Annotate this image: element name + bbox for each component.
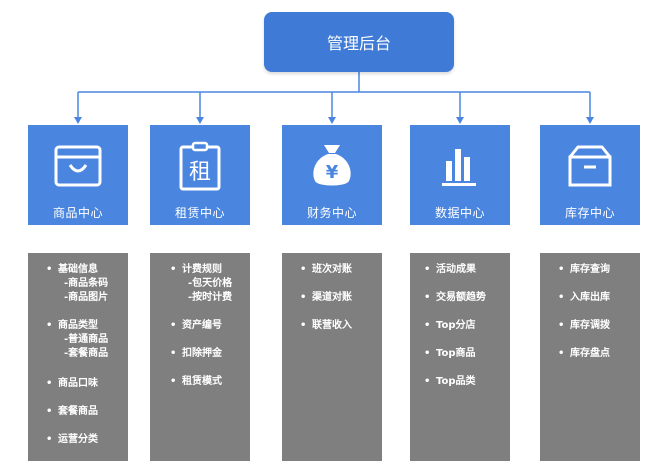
list-item[interactable]: •渠道对账 xyxy=(300,292,352,303)
panel-product-center: •基础信息 -商品条码 -商品图片 •商品类型 -普通商品 -套餐商品 •商品口… xyxy=(28,253,128,461)
list-item[interactable]: •联营收入 xyxy=(300,320,352,331)
rent-clipboard-icon: 租 xyxy=(172,141,228,191)
list-item[interactable]: •商品类型 -普通商品 -套餐商品 xyxy=(46,320,109,359)
module-data-center[interactable]: 数据中心 xyxy=(410,125,510,225)
list-item[interactable]: •商品口味 xyxy=(46,378,98,389)
module-rental-center[interactable]: 租 租赁中心 xyxy=(150,125,250,225)
money-bag-icon: ¥ xyxy=(304,141,360,191)
list-item[interactable]: •租赁模式 xyxy=(170,376,222,387)
list-item[interactable]: •计费规则 -包天价格 -按时计费 xyxy=(170,264,233,303)
panel-data-center: •活动成果 •交易额趋势 •Top分店 •Top商品 •Top品类 xyxy=(410,253,510,461)
list-item[interactable]: •基础信息 -商品条码 -商品图片 xyxy=(46,264,109,303)
module-product-center[interactable]: 商品中心 xyxy=(28,125,128,225)
module-finance-center[interactable]: ¥ 财务中心 xyxy=(282,125,382,225)
svg-text:¥: ¥ xyxy=(326,162,339,183)
list-item[interactable]: •入库出库 xyxy=(558,292,610,303)
root-label: 管理后台 xyxy=(326,34,391,53)
panel-inventory-center: •库存查询 •入库出库 •库存调拨 •库存盘点 xyxy=(540,253,640,461)
module-label: 库存中心 xyxy=(564,206,615,220)
root-node[interactable]: 管理后台 xyxy=(264,12,454,72)
list-item[interactable]: •库存调拨 xyxy=(558,320,610,331)
list-item[interactable]: •运营分类 xyxy=(46,434,98,445)
module-label: 财务中心 xyxy=(306,206,357,220)
panel-rental-center: •计费规则 -包天价格 -按时计费 •资产编号 •扣除押金 •租赁模式 xyxy=(150,253,250,461)
list-item[interactable]: •Top分店 xyxy=(424,320,476,331)
module-label: 数据中心 xyxy=(434,206,485,220)
list-item[interactable]: •Top商品 xyxy=(424,348,476,359)
svg-text:租: 租 xyxy=(189,160,211,185)
list-item[interactable]: •套餐商品 xyxy=(46,406,98,417)
list-item[interactable]: •库存盘点 xyxy=(558,348,610,359)
module-label: 租赁中心 xyxy=(174,206,225,220)
list-item[interactable]: •库存查询 xyxy=(558,264,610,275)
box-icon xyxy=(562,141,618,191)
panel-finance-center: •班次对账 •渠道对账 •联营收入 xyxy=(282,253,382,461)
shopping-bag-icon xyxy=(50,141,106,191)
bar-chart-icon xyxy=(432,141,488,191)
module-label: 商品中心 xyxy=(52,206,103,220)
list-item[interactable]: •活动成果 xyxy=(424,264,476,275)
list-item[interactable]: •扣除押金 xyxy=(170,348,222,359)
list-item[interactable]: •Top品类 xyxy=(424,376,476,387)
module-inventory-center[interactable]: 库存中心 xyxy=(540,125,640,225)
list-item[interactable]: •班次对账 xyxy=(300,264,352,275)
list-item[interactable]: •交易额趋势 xyxy=(424,292,486,303)
list-item[interactable]: •资产编号 xyxy=(170,320,222,331)
